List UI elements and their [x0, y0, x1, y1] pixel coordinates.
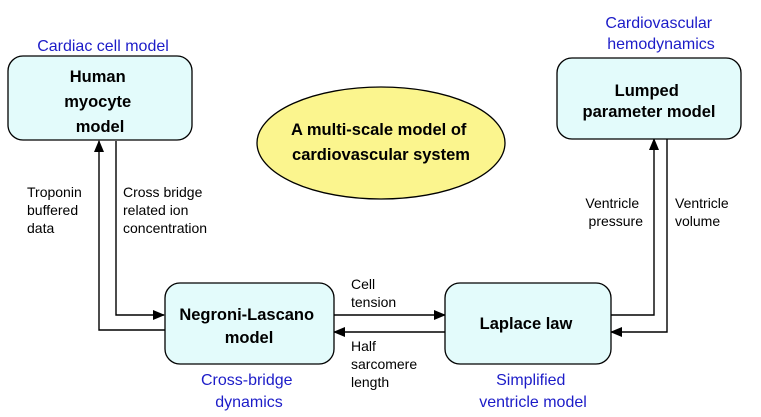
edge-lumped-to-laplace [610, 139, 668, 337]
edge-laplace-to-lumped [611, 138, 659, 316]
caption-cardiovascular-hemodynamics: Cardiovascular hemodynamics [605, 15, 716, 53]
edge-label-troponin: Troponin buffered data [27, 184, 86, 236]
node-myocyte-box [7, 55, 193, 141]
node-lumped-title: Lumped parameter model [583, 82, 716, 121]
edge-label-crossbridge-ion: Cross bridge related ion concentration [123, 184, 207, 236]
edge-label-cell-tension: Cell tension [351, 276, 396, 310]
caption-cardiac-cell-model: Cardiac cell model [37, 38, 169, 55]
edge-label-ventricle-volume: Ventricle volume [675, 195, 733, 229]
edge-negroni-to-myocyte [94, 140, 165, 331]
caption-crossbridge-dynamics: Cross-bridge dynamics [201, 372, 297, 411]
center-ellipse [256, 86, 506, 200]
node-laplace-title: Laplace law [480, 315, 573, 333]
caption-simplified-ventricle-model: Simplified ventricle model [479, 372, 587, 411]
node-myocyte-title: Human myocyte model [64, 68, 136, 136]
edge-myocyte-to-negroni [115, 141, 165, 320]
node-negroni-title: Negroni-Lascano model [179, 306, 318, 347]
edge-label-half-sarcomere: Half sarcomere length [351, 338, 421, 390]
center-ellipse-title: A multi-scale model of cardiovascular sy… [291, 121, 471, 164]
node-lumped-box [556, 57, 742, 140]
node-laplace-box [444, 282, 612, 365]
node-negroni-box [164, 282, 335, 365]
edge-label-ventricle-pressure: Ventricle pressure [585, 195, 643, 229]
